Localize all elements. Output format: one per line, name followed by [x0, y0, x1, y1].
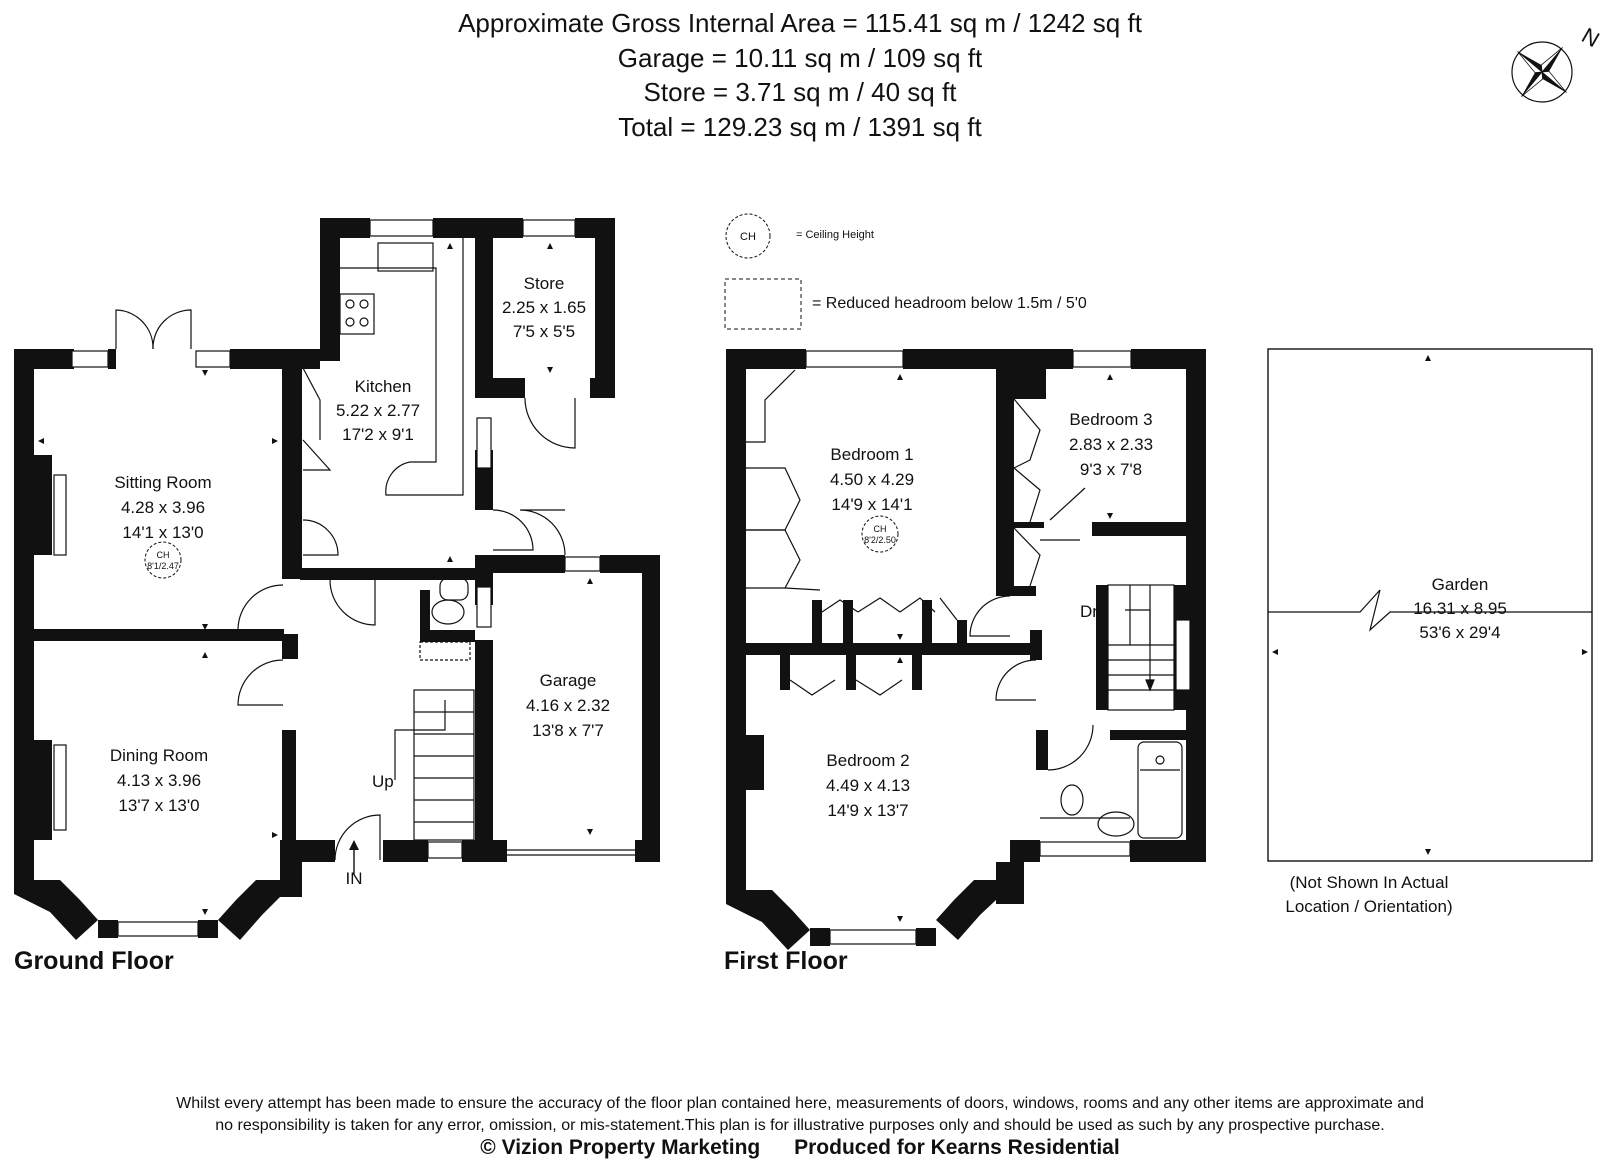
area-summary: Approximate Gross Internal Area = 115.41…: [0, 6, 1600, 144]
bedroom-3: Bedroom 3 2.83 x 2.33 9'3 x 7'8: [1069, 410, 1153, 479]
first-floor-title: First Floor: [724, 947, 848, 975]
legend-reduced-text: = Reduced headroom below 1.5m / 5'0: [812, 295, 1087, 312]
legend: CH = Ceiling Height = Reduced headroom b…: [724, 213, 1087, 330]
garden-name: Garden: [1432, 575, 1489, 594]
store-room: Store 2.25 x 1.65 7'5 x 5'5: [502, 274, 586, 341]
legend-ch-text: = Ceiling Height: [796, 229, 874, 241]
sitting-room-imperial: 14'1 x 13'0: [122, 523, 203, 542]
entrance-label: IN: [346, 869, 363, 888]
disclaimer-line-2: no responsibility is taken for any error…: [215, 1117, 1385, 1134]
garden: Garden 16.31 x 8.95 53'6 x 29'4 (Not Sho…: [1267, 348, 1593, 916]
store-name: Store: [524, 274, 565, 293]
reduced-headroom-legend-icon: [724, 278, 802, 330]
garden-note-line1: (Not Shown In Actual: [1290, 873, 1449, 892]
gross-internal-area: Approximate Gross Internal Area = 115.41…: [458, 8, 1142, 38]
garage-metric: 4.16 x 2.32: [526, 696, 610, 715]
first-floor-walls: [726, 349, 1206, 950]
dining-room-imperial: 13'7 x 13'0: [118, 796, 199, 815]
copyright-text: © Vizion Property Marketing: [480, 1136, 761, 1159]
garage-area: Garage = 10.11 sq m / 109 sq ft: [617, 42, 983, 73]
bedroom-3-imperial: 9'3 x 7'8: [1080, 460, 1142, 479]
ceiling-height-marker: [861, 515, 899, 553]
ch-value: 8'1/2.47: [147, 561, 179, 571]
ground-floor-walls: [14, 218, 660, 940]
first-floor-stairs: [1107, 584, 1175, 711]
sitting-room-metric: 4.28 x 3.96: [121, 498, 205, 517]
store-area: Store = 3.71 sq m / 40 sq ft: [643, 77, 957, 107]
store-metric: 2.25 x 1.65: [502, 298, 586, 317]
north-label: N: [1578, 23, 1600, 53]
store-imperial: 7'5 x 5'5: [513, 322, 575, 341]
garage: Garage 4.16 x 2.32 13'8 x 7'7: [526, 671, 610, 740]
sitting-room-name: Sitting Room: [114, 473, 211, 492]
ground-floor-openings: [53, 219, 601, 937]
ch-abbrev: CH: [874, 524, 887, 534]
kitchen-fittings: [339, 238, 475, 841]
bedroom-2-imperial: 14'9 x 13'7: [827, 801, 908, 820]
sitting-room: Sitting Room 4.28 x 3.96 14'1 x 13'0 CH …: [114, 473, 212, 579]
credits: © Vizion Property Marketing Produced for…: [0, 1136, 1600, 1160]
dining-room-name: Dining Room: [110, 746, 208, 765]
bedroom-2-name: Bedroom 2: [826, 751, 909, 770]
bathroom-fittings: [1040, 741, 1183, 839]
garden-imperial: 53'6 x 29'4: [1419, 623, 1500, 642]
entrance-arrow-icon: [349, 840, 359, 874]
ceiling-height-legend-icon: [725, 213, 771, 259]
kitchen: Kitchen 5.22 x 2.77 17'2 x 9'1: [336, 377, 420, 444]
bedroom-1-imperial: 14'9 x 14'1: [831, 495, 912, 514]
bedroom-1-name: Bedroom 1: [830, 445, 913, 464]
garage-name: Garage: [540, 671, 597, 690]
first-floor-openings: [805, 350, 1191, 945]
bedroom-1-metric: 4.50 x 4.29: [830, 470, 914, 489]
garden-metric: 16.31 x 8.95: [1413, 599, 1507, 618]
kitchen-metric: 5.22 x 2.77: [336, 401, 420, 420]
first-floor-door-swings: [746, 369, 1094, 771]
stairs-down-label: Dn: [1080, 602, 1102, 621]
total-area: Total = 129.23 sq m / 1391 sq ft: [618, 111, 982, 142]
bedroom-3-name: Bedroom 3: [1069, 410, 1152, 429]
bedroom-2: Bedroom 2 4.49 x 4.13 14'9 x 13'7: [826, 751, 910, 820]
legend-ch-abbrev: CH: [740, 231, 756, 243]
kitchen-imperial: 17'2 x 9'1: [342, 425, 414, 444]
bedroom-2-metric: 4.49 x 4.13: [826, 776, 910, 795]
measurement-ticks: [38, 243, 1588, 922]
ch-abbrev: CH: [157, 550, 170, 560]
disclaimer: Whilst every attempt has been made to en…: [0, 1093, 1600, 1137]
stairs-up-label: Up: [372, 772, 394, 791]
ch-value: 8'2/2.50: [864, 535, 896, 545]
produced-for-text: Produced for Kearns Residential: [794, 1136, 1120, 1159]
ceiling-height-marker: [144, 541, 182, 579]
compass-rose-icon: N: [1511, 23, 1600, 103]
garden-note-line2: Location / Orientation): [1285, 897, 1452, 916]
bedroom-3-metric: 2.83 x 2.33: [1069, 435, 1153, 454]
bedroom-1: Bedroom 1 4.50 x 4.29 14'9 x 14'1 CH 8'2…: [830, 445, 914, 553]
garage-imperial: 13'8 x 7'7: [532, 721, 604, 740]
dining-room-metric: 4.13 x 3.96: [117, 771, 201, 790]
ground-floor-door-swings: [115, 309, 635, 861]
disclaimer-line-1: Whilst every attempt has been made to en…: [176, 1095, 1424, 1112]
ground-floor-title: Ground Floor: [14, 947, 174, 975]
dining-room: Dining Room 4.13 x 3.96 13'7 x 13'0: [110, 746, 208, 815]
kitchen-name: Kitchen: [355, 377, 412, 396]
